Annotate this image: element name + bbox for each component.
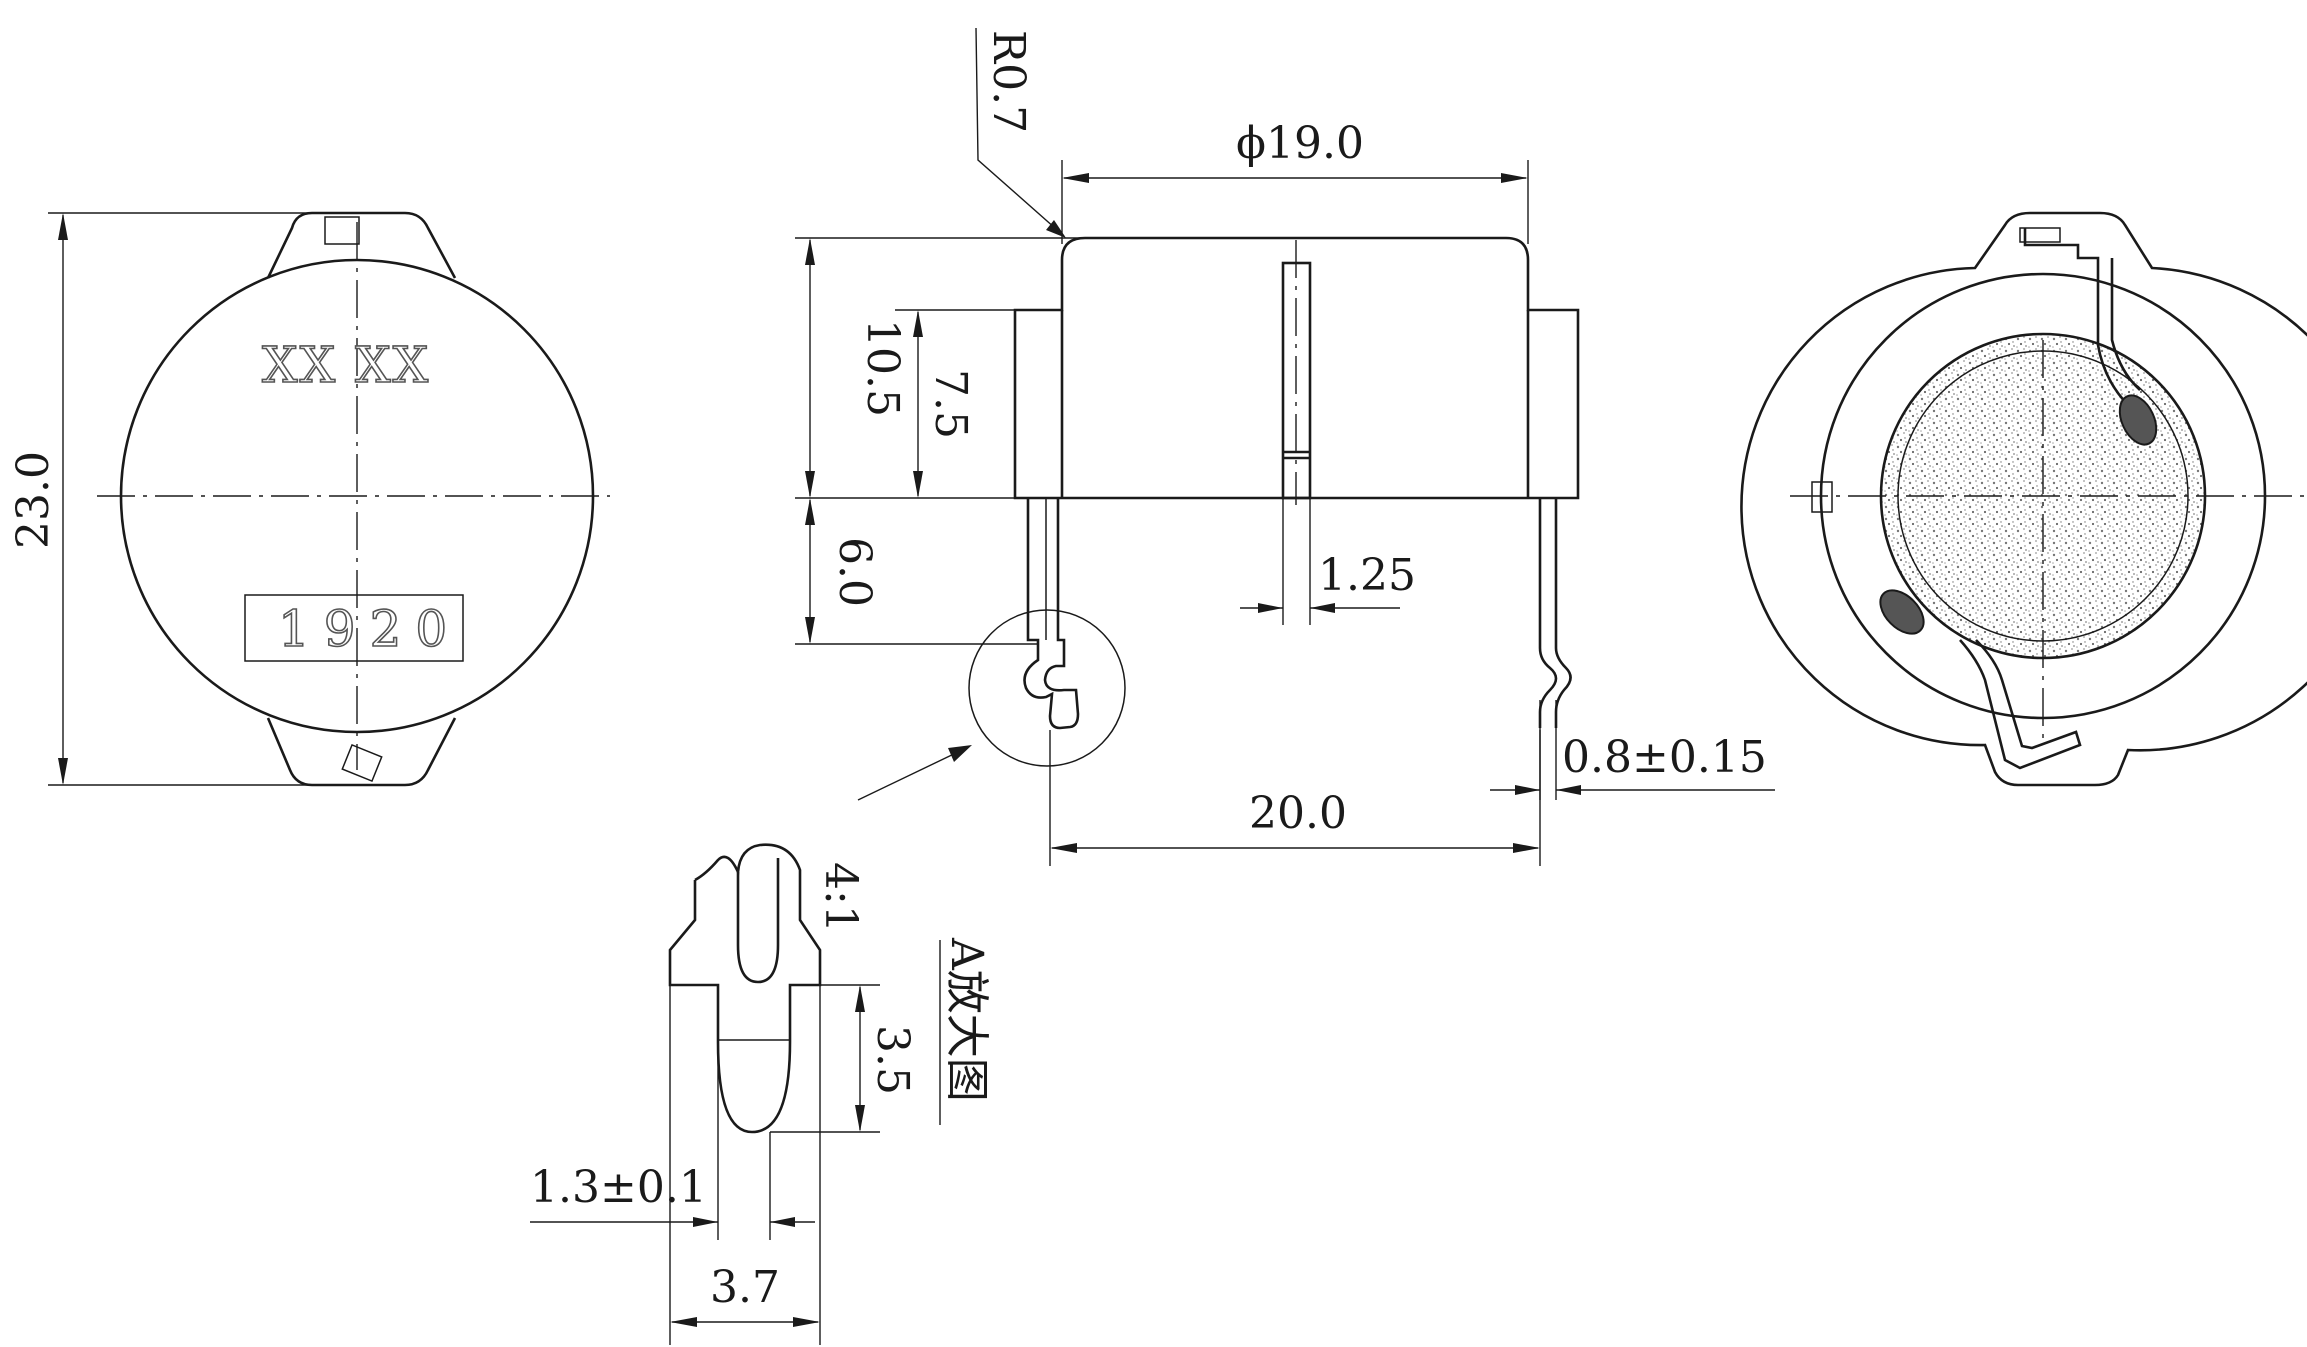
back-top-wire: [2023, 228, 2141, 406]
back-bottom-wire: [1959, 639, 2082, 770]
dim-37-label: 3.7: [710, 1262, 780, 1313]
detail-scale-label: 4:1: [815, 862, 866, 933]
dim-08-label: 0.8±0.15: [1562, 732, 1767, 783]
side-right-lead: [1538, 498, 1572, 728]
back-side-notch: [1811, 481, 1833, 513]
dim-35-label: 3.5: [867, 1025, 918, 1095]
detail-a-leader: [857, 751, 959, 801]
dim-75-label: 7.5: [925, 369, 976, 439]
dim-23-label: 23.0: [8, 451, 59, 549]
side-left-lead: [1023, 498, 1080, 730]
back-solder-top: [2118, 394, 2158, 446]
back-solder-bottom: [1879, 589, 1925, 635]
side-view: R0.7 ϕ19.0 10.5 7.5 6.0 1.25: [795, 27, 1775, 866]
dim-phi19-label: ϕ19.0: [1236, 118, 1364, 169]
dim-13-label: 1.3±0.1: [530, 1162, 707, 1213]
front-bottom-notch: [341, 743, 383, 783]
back-view: [1740, 211, 2307, 787]
detail-pin-outline: [668, 843, 822, 1134]
dim-r07-label: R0.7: [983, 30, 1034, 133]
side-body: [1013, 236, 1580, 500]
detail-view: 4:1 A放大图 3.5 1.3±0.1 3.7: [530, 843, 992, 1345]
front-marking: XX XX: [262, 336, 430, 394]
detail-a-callout: [968, 609, 1126, 767]
dim-125-label: 1.25: [1318, 550, 1416, 601]
front-bottom-tab: [266, 717, 457, 787]
back-outer-body: [1740, 211, 2307, 787]
front-view: XX XX 1920 23.0: [8, 211, 610, 787]
date-code: 1920: [278, 600, 461, 658]
r07-leader: [975, 27, 1065, 237]
dim-20-label: 20.0: [1249, 788, 1347, 839]
front-top-notch: [324, 216, 360, 245]
dim-60-label: 6.0: [829, 537, 880, 607]
front-top-tab: [266, 211, 457, 279]
detail-title: A放大图: [941, 937, 992, 1102]
date-code-box: [244, 594, 464, 662]
detail-pin-slot: [736, 858, 780, 984]
dim-105-label: 10.5: [857, 319, 908, 417]
